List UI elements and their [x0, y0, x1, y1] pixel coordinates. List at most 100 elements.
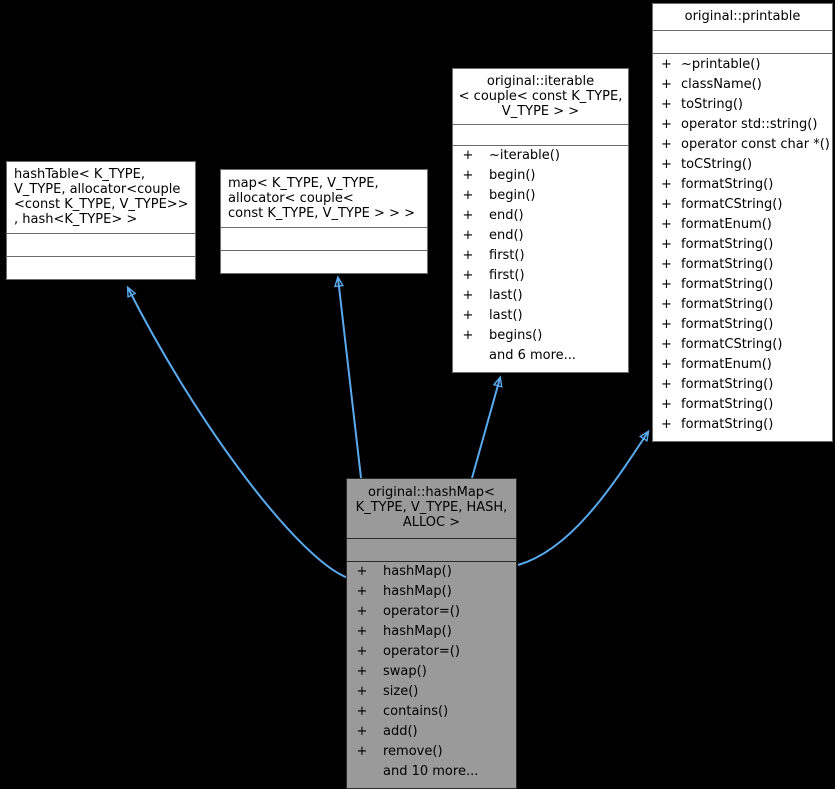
member-name: formatString(): [681, 377, 774, 392]
member-name: contains(): [383, 704, 449, 719]
member-row: + formatString(): [653, 377, 832, 397]
visibility-marker: +: [661, 337, 672, 352]
visibility-marker: +: [661, 117, 672, 132]
member-row: + formatString(): [653, 257, 832, 277]
member-row: + ~iterable(): [453, 148, 628, 168]
visibility-marker: +: [356, 724, 368, 739]
member-name: end(): [489, 228, 524, 243]
member-name: begins(): [489, 328, 543, 343]
visibility-marker: +: [462, 168, 474, 183]
visibility-marker: +: [356, 684, 368, 699]
member-row: + operator const char *(): [653, 137, 832, 157]
member-row: + swap(): [347, 664, 516, 684]
member-row: + size(): [347, 684, 516, 704]
member-name: begin(): [489, 188, 536, 203]
visibility-marker: +: [661, 297, 672, 312]
member-name: formatEnum(): [681, 357, 772, 372]
class-methods-map: [221, 250, 427, 273]
visibility-marker: +: [661, 57, 672, 72]
member-name: formatEnum(): [681, 217, 772, 232]
class-node-hashtable[interactable]: hashTable< K_TYPE, V_TYPE, allocator<cou…: [6, 161, 196, 280]
member-name: end(): [489, 208, 524, 223]
member-row: + hashMap(): [347, 624, 516, 644]
member-name: last(): [489, 288, 523, 303]
visibility-marker: +: [661, 77, 672, 92]
visibility-marker: +: [661, 377, 672, 392]
visibility-marker: +: [661, 417, 672, 432]
member-name: toCString(): [681, 157, 753, 172]
visibility-marker: +: [661, 397, 672, 412]
class-methods-printable: + ~printable() + className() + toString(…: [653, 53, 832, 441]
visibility-marker: +: [356, 744, 368, 759]
member-row: + formatCString(): [653, 337, 832, 357]
class-node-iterable[interactable]: original::iterable < couple< const K_TYP…: [452, 68, 629, 373]
visibility-marker: +: [356, 644, 368, 659]
member-row: + operator=(): [347, 644, 516, 664]
member-row: + formatCString(): [653, 197, 832, 217]
visibility-marker: +: [356, 624, 368, 639]
visibility-marker: +: [661, 257, 672, 272]
class-node-map[interactable]: map< K_TYPE, V_TYPE, allocator< couple< …: [220, 169, 428, 274]
member-row: + hashMap(): [347, 584, 516, 604]
member-row: + last(): [453, 288, 628, 308]
class-title-hashmap: original::hashMap< K_TYPE, V_TYPE, HASH,…: [355, 485, 508, 530]
member-name: formatString(): [681, 417, 774, 432]
visibility-marker: +: [356, 564, 368, 579]
member-row: + add(): [347, 724, 516, 744]
class-attributes-map: [221, 227, 427, 250]
member-name: last(): [489, 308, 523, 323]
member-name: operator=(): [383, 644, 460, 659]
member-row: + className(): [653, 77, 832, 97]
visibility-marker: +: [661, 97, 672, 112]
member-name: formatCString(): [681, 337, 783, 352]
member-row-more: and 10 more...: [347, 764, 516, 784]
member-row: + formatString(): [653, 397, 832, 417]
class-attributes-iterable: [453, 124, 628, 145]
class-methods-hashtable: [7, 256, 195, 279]
class-node-hashmap[interactable]: original::hashMap< K_TYPE, V_TYPE, HASH,…: [346, 478, 517, 789]
member-row-more: and 6 more...: [453, 348, 628, 368]
class-title-iterable: original::iterable < couple< const K_TYP…: [458, 74, 623, 119]
visibility-marker: +: [462, 268, 474, 283]
member-name: formatString(): [681, 397, 774, 412]
member-name: formatString(): [681, 257, 774, 272]
visibility-marker: +: [462, 148, 474, 163]
class-title-map: map< K_TYPE, V_TYPE, allocator< couple< …: [228, 176, 415, 221]
member-row: + formatEnum(): [653, 217, 832, 237]
member-row: + toCString(): [653, 157, 832, 177]
member-name: and 6 more...: [489, 348, 577, 363]
member-name: toString(): [681, 97, 743, 112]
member-row: + begin(): [453, 188, 628, 208]
visibility-marker: +: [356, 704, 368, 719]
member-name: remove(): [383, 744, 443, 759]
member-row: + formatString(): [653, 237, 832, 257]
visibility-marker: +: [462, 248, 474, 263]
member-row: + last(): [453, 308, 628, 328]
class-attributes-hashmap: [347, 538, 516, 561]
class-node-printable[interactable]: original::printable + ~printable() + cla…: [652, 3, 833, 442]
member-name: first(): [489, 248, 525, 263]
member-name: begin(): [489, 168, 536, 183]
member-name: formatString(): [681, 277, 774, 292]
edge-hashmap-to-printable: [517, 432, 648, 566]
member-name: formatString(): [681, 177, 774, 192]
member-row: + formatString(): [653, 177, 832, 197]
class-methods-iterable: + ~iterable() + begin() + begin() + end(…: [453, 145, 628, 372]
member-row: + contains(): [347, 704, 516, 724]
visibility-marker: +: [661, 157, 672, 172]
member-name: operator std::string(): [681, 117, 818, 132]
member-name: formatString(): [681, 237, 774, 252]
member-name: first(): [489, 268, 525, 283]
member-name: hashMap(): [383, 564, 452, 579]
member-name: hashMap(): [383, 624, 452, 639]
member-name: and 10 more...: [383, 764, 479, 779]
member-name: formatCString(): [681, 197, 783, 212]
member-name: className(): [681, 77, 762, 92]
visibility-marker: +: [661, 137, 672, 152]
member-name: hashMap(): [383, 584, 452, 599]
member-name: operator const char *(): [681, 137, 830, 152]
member-name: formatString(): [681, 297, 774, 312]
member-row: + hashMap(): [347, 564, 516, 584]
class-title-hashtable: hashTable< K_TYPE, V_TYPE, allocator<cou…: [14, 167, 189, 227]
visibility-marker: +: [356, 584, 368, 599]
